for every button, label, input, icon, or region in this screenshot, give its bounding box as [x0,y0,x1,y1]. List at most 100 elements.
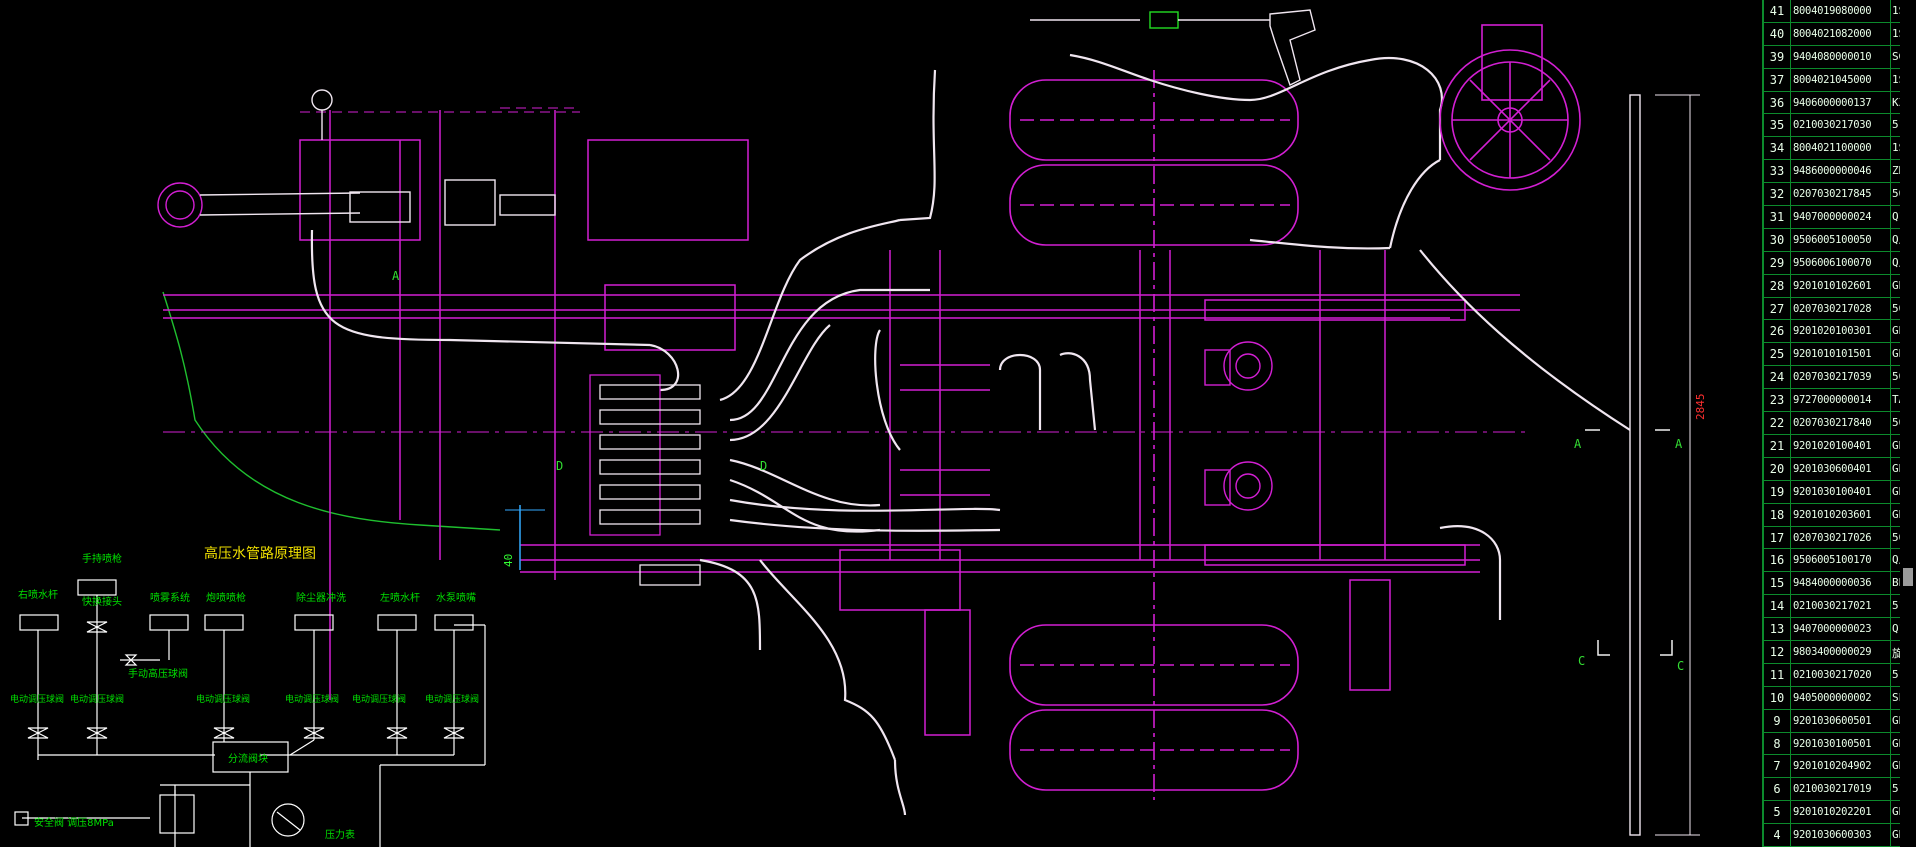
bom-col-divider [1790,572,1791,595]
bom-item-number: 18 [1769,507,1785,522]
node-label-pump-nozzle: 水泵喷嘴 [436,592,476,604]
bom-col-divider [1890,206,1891,228]
bom-col-divider [1790,824,1791,846]
bom-table[interactable]: 4180040190800001SN124080040210820001SN12… [1762,0,1916,847]
bom-part-code: 9201010202201 [1793,806,1872,819]
bom-row: 369406000000137KZD- [1764,91,1916,115]
vertical-scrollbar[interactable] [1900,0,1916,847]
bom-row: 289201010102601GB/T [1764,274,1916,298]
manual-valve-label: 手动高压球阀 [128,667,188,680]
bom-col-divider [1790,663,1791,686]
bom-item-number: 28 [1769,278,1785,293]
tires [1009,70,1299,800]
bom-part-code: 9486000000046 [1793,165,1872,178]
bom-row: 602100302170195100 [1764,778,1916,802]
bom-row: 189201010203601GB/T [1764,503,1916,527]
scrollbar-thumb[interactable] [1903,568,1913,586]
node-label-mist-system: 喷雾系统 [150,591,190,604]
bom-row: 89201030100501GB/T [1764,732,1916,756]
section-label-d-left: D [556,459,563,473]
bom-part-code: 0210030217020 [1793,668,1872,681]
bom-col-divider [1890,137,1891,160]
bom-col-divider [1790,457,1791,480]
bom-col-divider [1890,366,1891,389]
bom-part-code: 8004021045000 [1793,73,1872,86]
bom-row: 3202070302178455070 [1764,183,1916,207]
bom-part-code: 9201010204902 [1793,760,1872,773]
bom-col-divider [1790,434,1791,457]
valve-manifold [589,374,701,586]
bom-col-divider [1890,160,1891,183]
bom-item-number: 22 [1769,416,1785,431]
bom-row: 169506005100170Q/HC [1764,549,1916,573]
bom-col-divider [1890,824,1891,846]
bom-col-divider [1890,434,1891,457]
bom-item-number: 8 [1773,736,1781,751]
hose-reel [1439,24,1581,191]
node-label-dust-washer: 除尘器冲洗 [296,591,346,604]
bom-item-number: 17 [1769,530,1785,545]
bom-row: 339486000000046ZHR- [1764,160,1916,184]
bom-item-number: 32 [1769,187,1785,202]
bom-part-code: 9506005100050 [1793,233,1872,246]
bom-col-divider [1790,274,1791,297]
bom-part-code: 9506005100170 [1793,554,1872,567]
bom-part-code: 9484000000036 [1793,577,1872,590]
bom-item-number: 35 [1769,118,1785,133]
bom-item-number: 26 [1769,324,1785,339]
bom-col-divider [1790,412,1791,434]
valve-label-4: 电动调压球阀 [285,693,339,705]
bom-row: 319407000000024Q11F- [1764,206,1916,229]
bom-item-number: 30 [1769,232,1785,247]
bom-col-divider [1890,343,1891,366]
bom-item-number: 25 [1769,347,1785,362]
bom-part-code: 0207030217039 [1793,371,1872,384]
valve-label-2: 电动调压球阀 [70,693,124,705]
bom-row: 239727000000014TA2P- [1764,389,1916,413]
bom-row: 3780040210450001SN12 [1764,68,1916,92]
bom-col-divider [1790,801,1791,824]
section-markers [505,429,1673,656]
brake-chambers [1204,341,1273,511]
bom-col-divider [1790,343,1791,366]
bom-part-code: 9201010101501 [1793,348,1872,361]
bom-item-number: 11 [1769,667,1785,682]
bom-col-divider [1790,595,1791,618]
bom-item-number: 21 [1769,438,1785,453]
bom-item-number: 12 [1769,644,1785,659]
chassis-frame [163,110,1520,736]
spray-bar [1629,94,1700,836]
bom-row: 129803400000029旋转 [1764,640,1916,664]
bom-col-divider [1790,45,1791,68]
bom-item-number: 20 [1769,461,1785,476]
bom-col-divider [1890,618,1891,640]
bom-part-code: 9201010203601 [1793,508,1872,521]
schematic [14,579,486,847]
bom-row: 79201010204902GB/T [1764,755,1916,779]
spray-gun [1030,9,1316,86]
bom-col-divider [1790,618,1791,640]
bom-part-code: 9407000000023 [1793,623,1872,636]
section-label-a-left: A [1574,437,1582,451]
bom-col-divider [1790,228,1791,251]
bom-row: 139407000000023Q11F- [1764,618,1916,641]
bom-col-divider [1890,663,1891,686]
bom-row: 219201020100401GB/T [1764,434,1916,458]
bom-part-code: 9405000000002 [1793,691,1872,704]
bom-col-divider [1790,251,1791,274]
bom-part-code: 9506006100070 [1793,256,1872,269]
bom-col-divider [1790,640,1791,663]
bom-part-code: 0207030217026 [1793,531,1872,544]
bom-part-code: 9201030600303 [1793,829,1872,842]
bom-col-divider [1790,526,1791,549]
bom-col-divider [1890,320,1891,343]
bom-row: 259201010101501GB/T [1764,343,1916,367]
bom-part-code: 8004021100000 [1793,142,1872,155]
section-label-c-left: C [1578,654,1585,668]
bom-item-number: 15 [1769,576,1785,591]
bom-item-number: 6 [1773,782,1781,797]
bom-item-number: 33 [1769,164,1785,179]
bom-col-divider [1790,160,1791,183]
bom-part-code: 9406000000137 [1793,96,1872,109]
